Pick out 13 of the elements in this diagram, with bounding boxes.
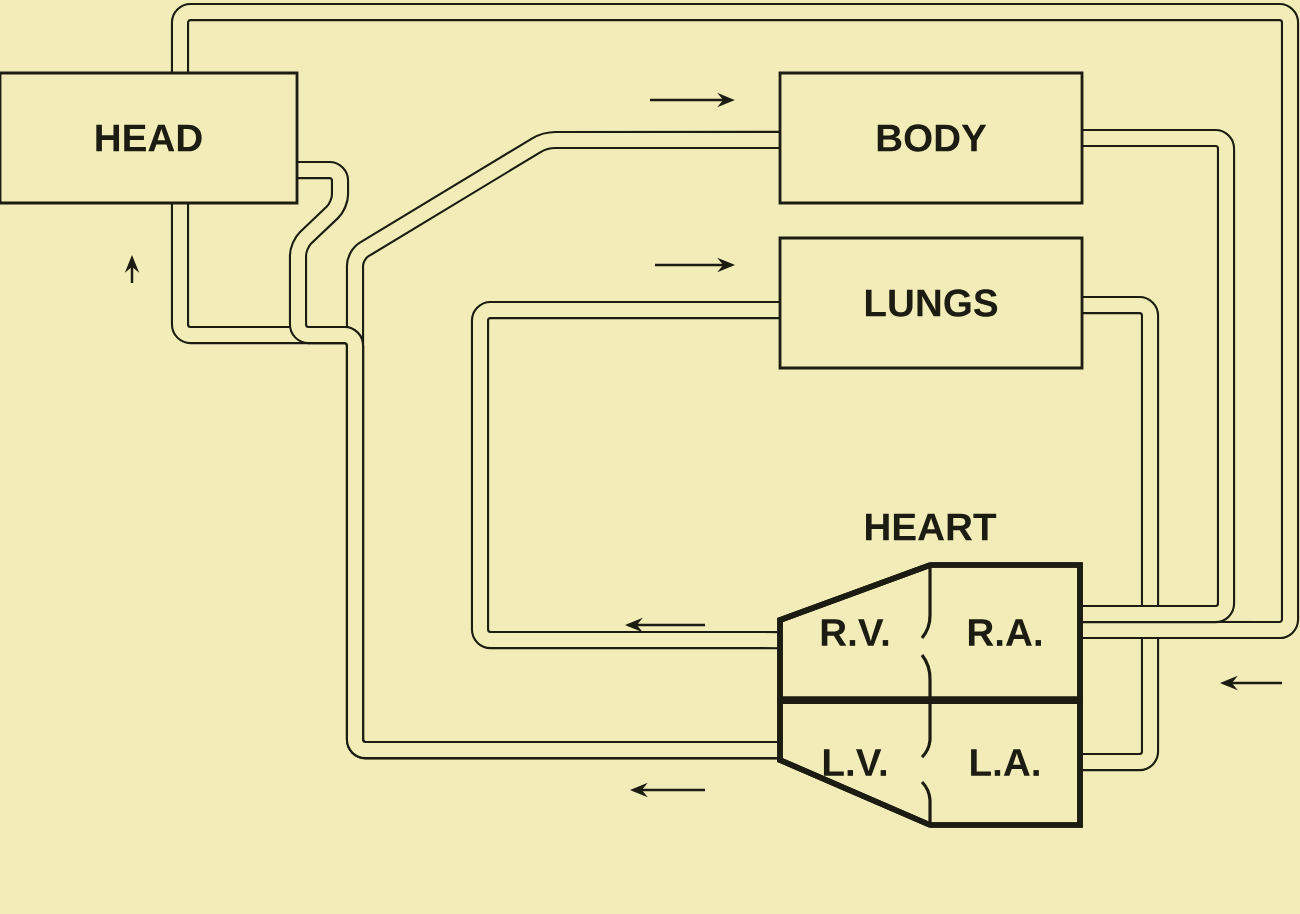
vessel bbox=[1080, 128, 1236, 624]
vessel bbox=[470, 300, 780, 650]
node-label: HEART bbox=[866, 513, 997, 541]
heart-chamber: R.V. bbox=[777, 562, 931, 703]
heart-chamber: L.A. bbox=[930, 697, 1083, 828]
heart-chamber: R.A. bbox=[930, 562, 1083, 703]
vessel bbox=[1080, 295, 1160, 772]
heart-chamber: L.V. bbox=[777, 697, 932, 828]
organ-box: LUNGS bbox=[778, 236, 1084, 370]
vessel bbox=[288, 160, 780, 760]
organ-box: HEAD bbox=[0, 71, 299, 205]
organ-box: BODY bbox=[778, 71, 1084, 205]
vessel bbox=[170, 2, 1300, 640]
